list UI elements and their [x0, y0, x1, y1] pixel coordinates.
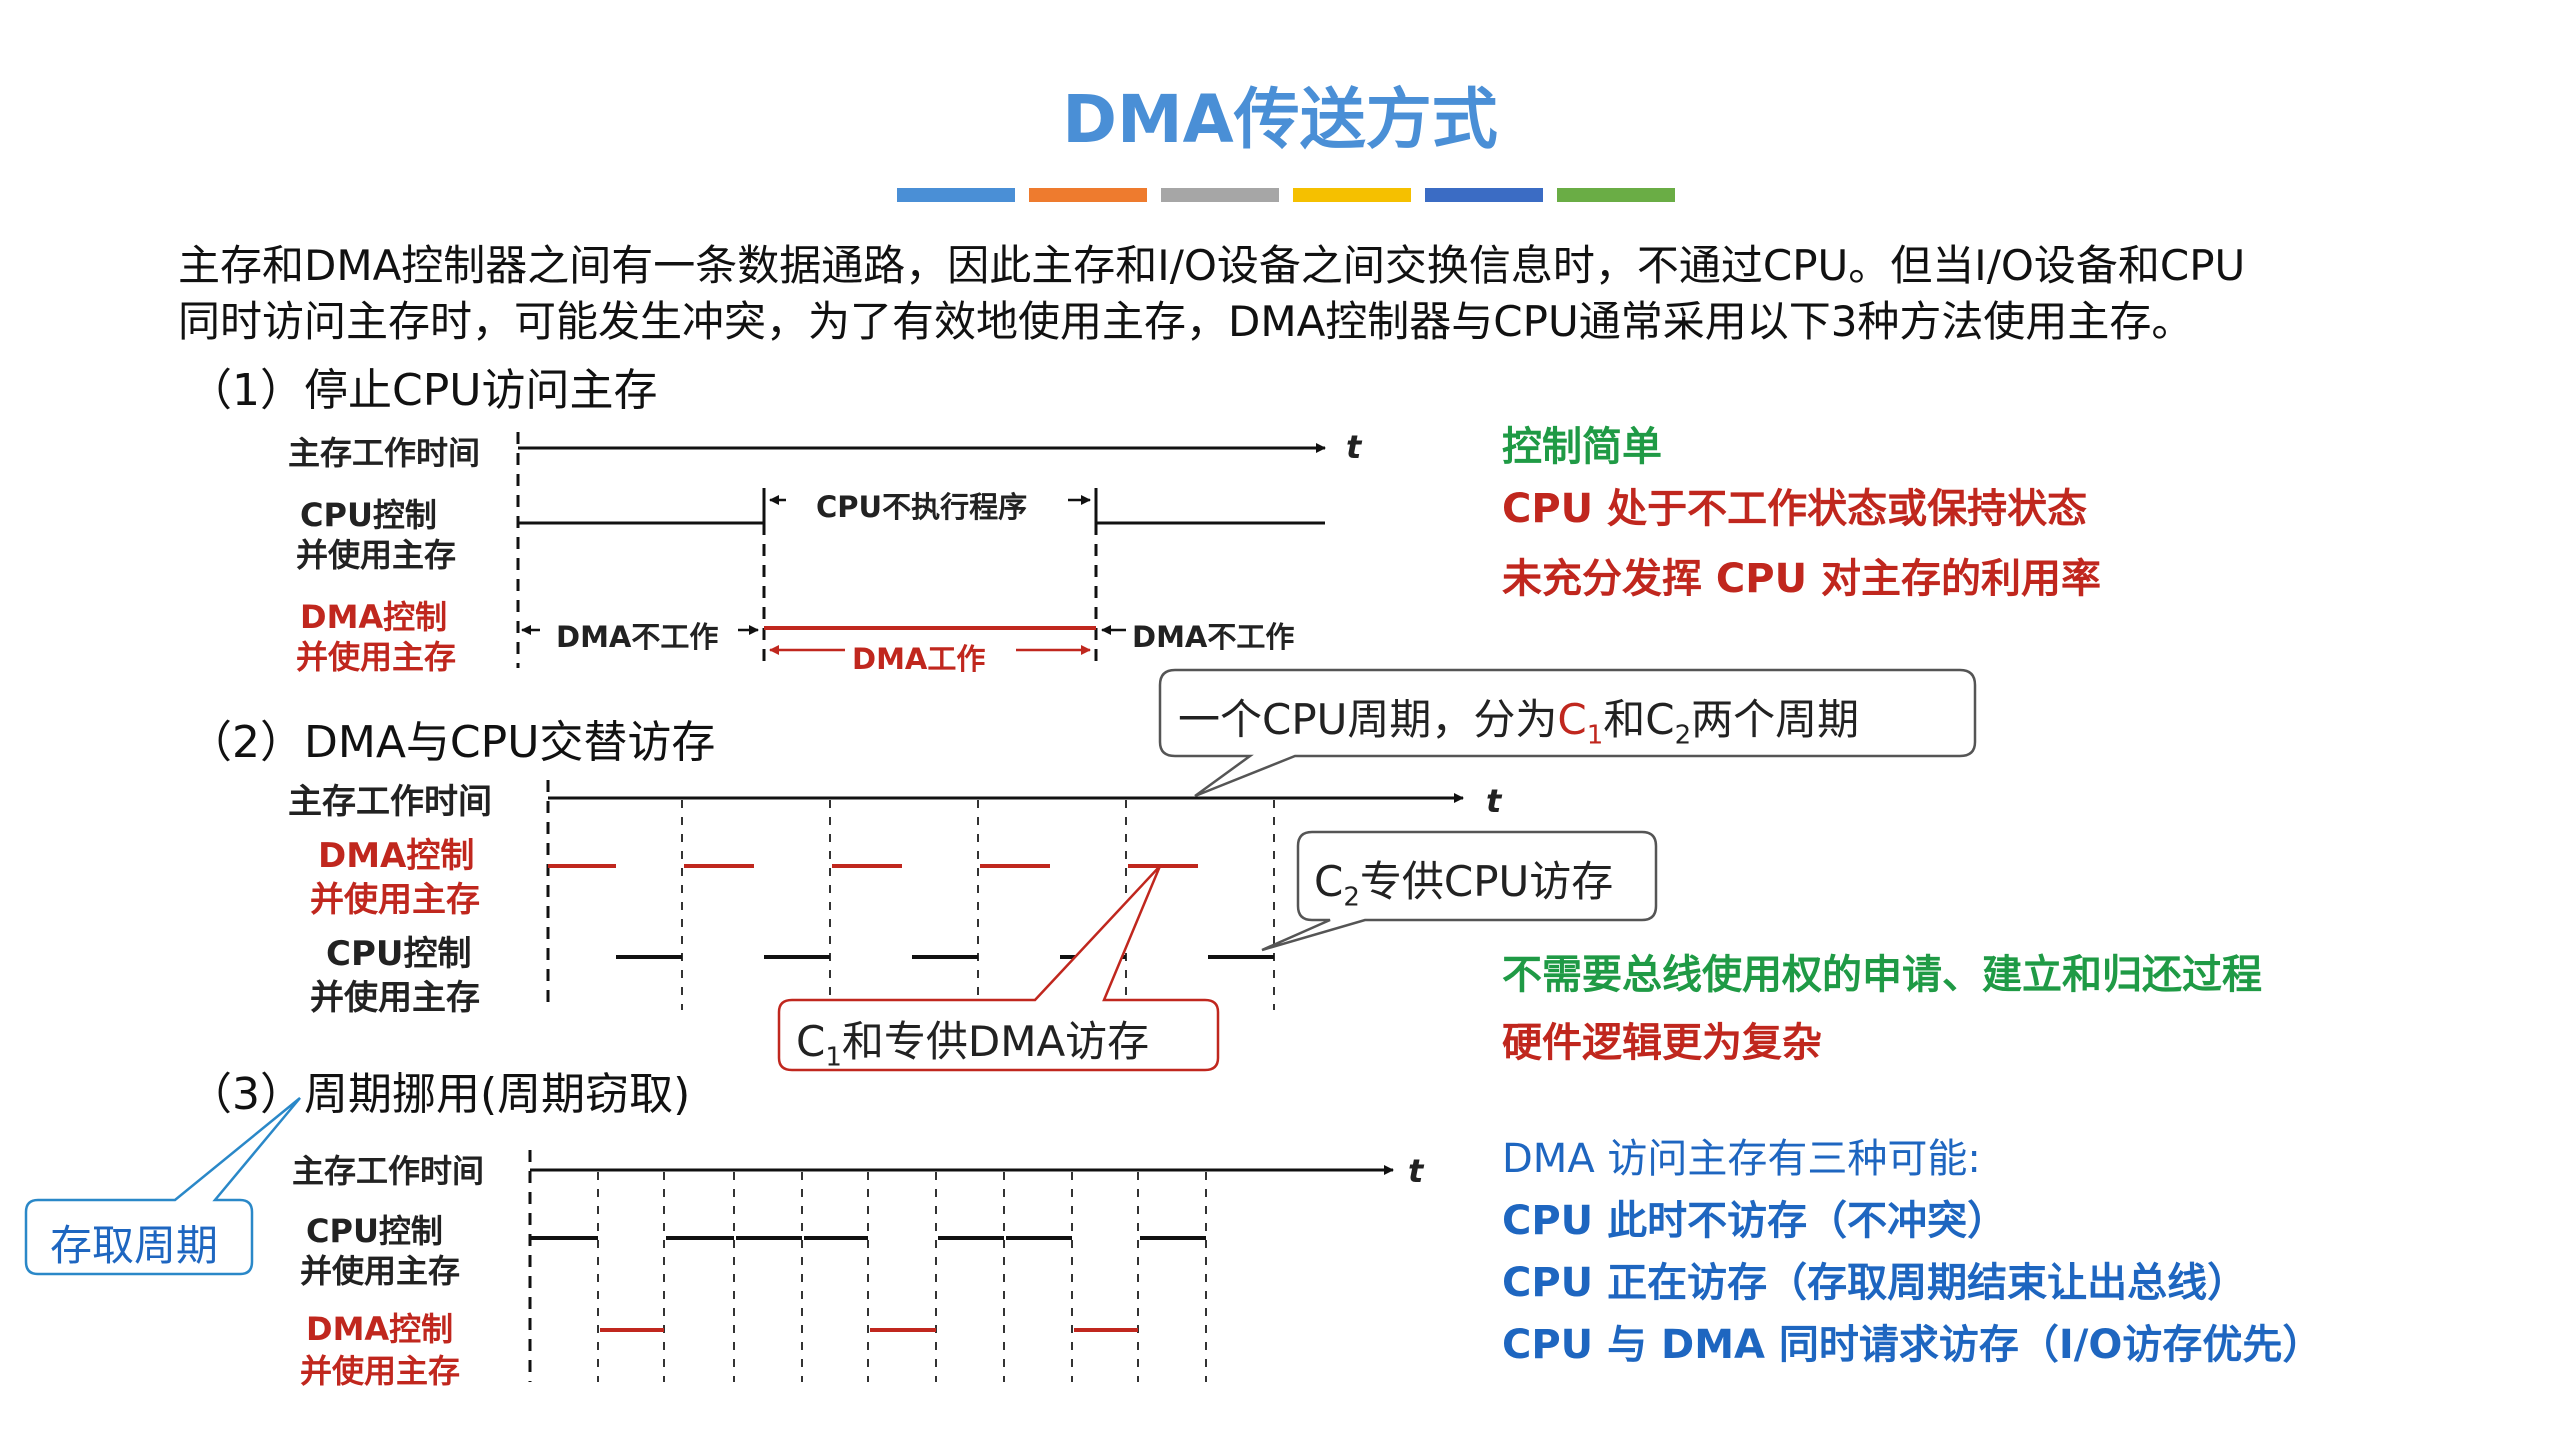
page-title: DMA传送方式 [1062, 81, 1498, 158]
s1-row-dma-label-1: DMA控制 [300, 598, 448, 636]
s3-row-dma-label-2: 并使用主存 [300, 1352, 461, 1390]
callout-cpu-cycle-mid: 和C [1603, 695, 1675, 744]
callout-c2-text: C2专供CPU访存 [1314, 848, 1613, 912]
accent-bar [1557, 188, 1675, 202]
s1-cpu-not-exec: CPU不执行程序 [816, 490, 1028, 524]
s1-dma-idle-left: DMA不工作 [556, 620, 719, 654]
callout-c1-sub: 1 [825, 1042, 842, 1073]
intro-line-2: 同时访问主存时，可能发生冲突，为了有效地使用主存，DMA控制器与CPU通常采用以… [178, 297, 2194, 346]
s2-row-dma-label-1: DMA控制 [318, 836, 475, 876]
callout-cpu-cycle [1158, 668, 1977, 798]
s1-row-cpu-label-1: CPU控制 [300, 496, 437, 534]
section1-heading: （1）停止CPU访问主存 [188, 365, 658, 416]
callout-c1-post: 和专供DMA访存 [841, 1017, 1150, 1066]
section2-heading: （2）DMA与CPU交替访存 [188, 717, 716, 768]
callout-c1-c: C [796, 1017, 826, 1066]
callout-c1 [777, 865, 1220, 1072]
s2-axis-t: t [1486, 782, 1502, 820]
s1-row-dma-label-2: 并使用主存 [296, 638, 457, 676]
accent-bar [1161, 188, 1279, 202]
s3-row-dma-label-1: DMA控制 [306, 1310, 454, 1348]
accent-bar [897, 188, 1015, 202]
accent-bar [1425, 188, 1543, 202]
s3-axis-t: t [1408, 1152, 1424, 1190]
s1-row-time-label: 主存工作时间 [288, 434, 481, 472]
s2-note-2: 硬件逻辑更为复杂 [1502, 1020, 1822, 1066]
s2-row-cpu-label-2: 并使用主存 [310, 978, 480, 1018]
callout-c2-sub: 2 [1343, 882, 1360, 913]
callout-c2-post: 专供CPU访存 [1359, 857, 1614, 906]
s3-note-3: CPU 正在访存（存取周期结束让出总线） [1502, 1260, 2248, 1306]
s3-note-2: CPU 此时不访存（不冲突） [1502, 1198, 2008, 1244]
s2-row-dma-label-2: 并使用主存 [310, 880, 480, 920]
callout-cpu-cycle-text: 一个CPU周期，分为C1和C2两个周期 [1178, 686, 1859, 750]
callout-c2 [1261, 830, 1658, 952]
intro-line-1: 主存和DMA控制器之间有一条数据通路，因此主存和I/O设备之间交换信息时，不通过… [178, 241, 2246, 290]
s3-row-time-label: 主存工作时间 [292, 1152, 485, 1190]
s1-note-3: 未充分发挥 CPU 对主存的利用率 [1502, 556, 2102, 602]
s1-row-cpu-label-2: 并使用主存 [296, 536, 457, 574]
s3-note-4: CPU 与 DMA 同时请求访存（I/O访存优先） [1502, 1322, 2323, 1368]
accent-bar [1293, 188, 1411, 202]
diagram-3 [528, 1150, 1394, 1382]
callout-c1-text: C1和专供DMA访存 [796, 1008, 1149, 1072]
callout-cpu-cycle-sub2: 2 [1674, 720, 1692, 751]
callout-cpu-cycle-sub1: 1 [1586, 720, 1604, 751]
s1-note-1: 控制简单 [1502, 424, 1662, 470]
callout-cpu-cycle-post: 两个周期 [1691, 695, 1860, 744]
s2-row-time-label: 主存工作时间 [288, 782, 492, 822]
accent-bar [1029, 188, 1147, 202]
section3-heading: （3）周期挪用(周期窃取) [188, 1069, 691, 1120]
callout-access-cycle-text: 存取周期 [50, 1221, 219, 1270]
diagram-1 [516, 432, 1326, 668]
callout-cpu-cycle-pre: 一个CPU周期，分为 [1178, 695, 1558, 744]
s1-dma-idle-right: DMA不工作 [1132, 620, 1295, 654]
s3-note-1: DMA 访问主存有三种可能: [1502, 1136, 1981, 1182]
s3-row-cpu-label-2: 并使用主存 [300, 1252, 461, 1290]
s1-dma-work: DMA工作 [852, 642, 986, 676]
s1-note-2: CPU 处于不工作状态或保持状态 [1502, 486, 2088, 532]
callout-cpu-cycle-c: C [1557, 695, 1587, 744]
s1-axis-t: t [1346, 428, 1362, 466]
s3-row-cpu-label-1: CPU控制 [306, 1212, 443, 1250]
callout-c2-c: C [1314, 857, 1344, 906]
s2-note-1: 不需要总线使用权的申请、建立和归还过程 [1502, 952, 2262, 998]
s2-row-cpu-label-1: CPU控制 [326, 934, 472, 974]
callout-access-cycle [24, 1097, 301, 1276]
